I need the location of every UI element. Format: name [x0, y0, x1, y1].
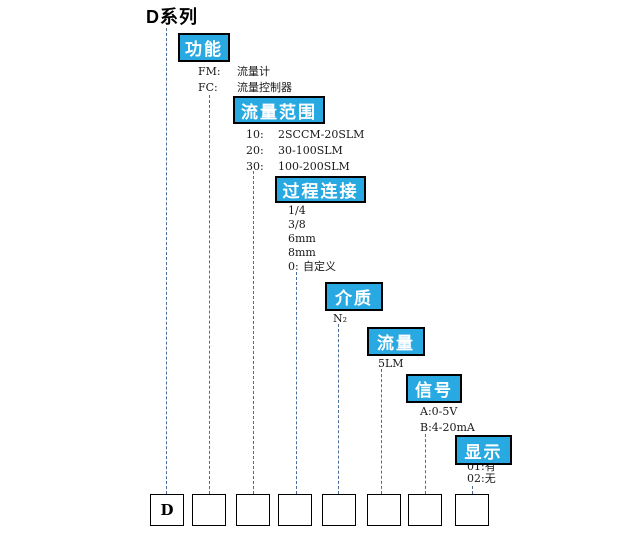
code-box-process-connection	[278, 494, 312, 526]
option-value: 流量计	[237, 65, 270, 78]
section-box-flow-range: 流量范围	[233, 96, 325, 124]
code-box-signal	[408, 494, 442, 526]
connector-line-signal	[425, 434, 426, 494]
code-box-flow-range	[236, 494, 270, 526]
option-value: 6mm	[288, 232, 316, 245]
option-code: 20:	[246, 144, 264, 157]
section-box-process-connection: 过程连接	[275, 176, 366, 203]
option-row: 0: 自定义	[288, 260, 336, 273]
page-title: D系列	[146, 7, 198, 27]
section-box-medium: 介质	[325, 282, 383, 311]
option-row: FM: 流量计	[198, 65, 270, 78]
code-box-function	[192, 494, 226, 526]
option-value: 30-100SLM	[278, 144, 343, 157]
section-label: 信号	[415, 381, 453, 400]
code-box-display	[455, 494, 489, 526]
code-box-medium	[322, 494, 356, 526]
section-label: 功能	[185, 40, 223, 59]
section-box-flow: 流量	[367, 327, 425, 356]
option-value: 1/4	[288, 204, 306, 217]
option-code: 10:	[246, 128, 264, 141]
option-value: 02:无	[467, 472, 496, 485]
section-box-display: 显示	[455, 435, 512, 465]
option-value: 3/8	[288, 218, 306, 231]
section-label: 介质	[335, 289, 373, 308]
option-value: 流量控制器	[237, 81, 292, 94]
section-box-function: 功能	[178, 33, 230, 62]
connector-line-flow-range	[253, 171, 254, 494]
connector-line-flow	[381, 369, 382, 494]
section-label: 过程连接	[282, 182, 359, 201]
option-value: 8mm	[288, 246, 316, 259]
option-value: A:0-5V	[420, 405, 458, 418]
option-value: B:4-20mA	[420, 421, 475, 434]
section-label: 流量范围	[241, 102, 317, 122]
code-box-value: D	[160, 501, 174, 519]
option-value: 2SCCM-20SLM	[278, 128, 365, 141]
connector-line-display	[472, 486, 473, 494]
section-label: 流量	[377, 334, 415, 353]
option-code: 0:	[288, 260, 299, 273]
connector-line-function	[209, 95, 210, 494]
option-value: N₂	[333, 312, 348, 325]
code-box-flow	[367, 494, 401, 526]
connector-line-process-conn	[296, 272, 297, 494]
section-label: 显示	[464, 442, 503, 462]
section-box-signal: 信号	[406, 374, 462, 403]
option-row: FC: 流量控制器	[198, 81, 292, 94]
code-box-series: D	[150, 494, 184, 526]
option-code: FM:	[198, 65, 221, 78]
connector-line-medium	[338, 324, 339, 494]
option-code: FC:	[198, 81, 218, 94]
option-row: 10: 2SCCM-20SLM	[246, 128, 364, 141]
option-row: 30: 100-200SLM	[246, 160, 350, 173]
option-value: 100-200SLM	[278, 160, 350, 173]
option-value: 5LM	[378, 357, 404, 370]
option-code: 30:	[246, 160, 264, 173]
connector-line-series	[166, 28, 167, 494]
option-row: 20: 30-100SLM	[246, 144, 343, 157]
option-value: 自定义	[303, 260, 336, 273]
